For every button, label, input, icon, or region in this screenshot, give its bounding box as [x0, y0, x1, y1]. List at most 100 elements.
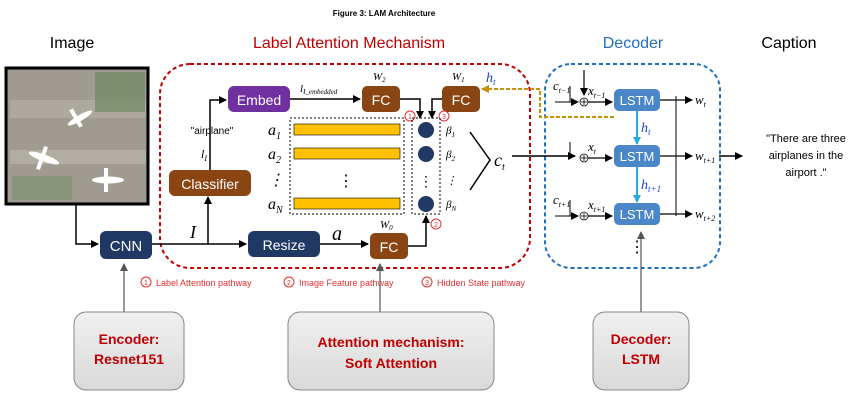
svg-text:3: 3 [442, 114, 446, 121]
cell-state-label: ct−1 [553, 78, 570, 95]
caption-line: "There are three [766, 133, 846, 145]
classifier-block: Classifier [169, 170, 251, 196]
svg-text:2: 2 [434, 222, 438, 229]
legend-marker [421, 276, 433, 288]
input-token-label: xt−1 [587, 83, 605, 100]
legend-item: 1 Label Attention pathway [140, 276, 252, 288]
fc-w0-label: FC [380, 239, 399, 255]
decoder-callout-title: Decoder: [611, 331, 672, 347]
input-token-label: xt [587, 139, 597, 156]
attention-weight-label: βN [445, 199, 456, 213]
attention-weights: ⋮ [418, 122, 434, 212]
lam-region-border [159, 63, 531, 269]
attention-weight-dot [418, 196, 434, 212]
attention-callout: Attention mechanism: Soft Attention [287, 311, 495, 391]
attention-callout-value: Soft Attention [345, 355, 437, 371]
attention-weight-label: β1 [445, 125, 455, 139]
fc-w2-block: FC [362, 86, 400, 112]
svg-text:1: 1 [408, 114, 412, 121]
fc-w2-label: FC [372, 92, 391, 108]
label-h-t-top: ht [486, 71, 496, 87]
encoder-callout: Encoder: Resnet151 [73, 311, 185, 391]
airplane-shape [92, 168, 124, 192]
attention-weight-label: β2 [445, 149, 455, 163]
feature-bar [293, 147, 401, 160]
attention-weight-dot [418, 146, 434, 162]
airplane-shape [67, 108, 93, 128]
hidden-state-label: ht+1 [641, 178, 661, 194]
feature-symbol-I: I [189, 222, 197, 242]
caption-output: "There are three airplanes in the airpor… [766, 133, 846, 179]
legend-number: 2 [287, 280, 291, 287]
lstm-label: LSTM [620, 207, 655, 222]
resize-label: Resize [263, 237, 306, 253]
attention-callout-title: Attention mechanism: [317, 334, 464, 350]
feature-bar [293, 197, 401, 210]
cnn-block: CNN [100, 231, 152, 259]
fc-w1-block: FC [442, 86, 480, 112]
decoder-callout-value: LSTM [622, 351, 660, 367]
legend-number: 1 [144, 280, 148, 287]
cnn-label: CNN [110, 238, 143, 255]
feature-bars: ⋮ [293, 123, 401, 210]
pathway-legend: 1 Label Attention pathway 2 Image Feature p… [140, 276, 526, 288]
attention-weight-label: ⋮ [446, 175, 457, 187]
legend-label: Image Feature pathway [299, 278, 394, 288]
lstm-block [614, 203, 660, 225]
feature-row-labels: a1 a2 ⋮ aN [268, 122, 284, 216]
output-word-label: wt [695, 92, 707, 109]
attention-weights-frame [411, 117, 441, 215]
fc-w0-to-attention-arrow [408, 215, 430, 247]
header-lam: Label Attention Mechanism [253, 35, 445, 52]
fc-w2-to-attention-arrow [400, 98, 424, 119]
pathway-marker-3: 3 [438, 110, 450, 122]
legend-label: Hidden State pathway [437, 278, 526, 288]
feature-bar-ellipsis: ⋮ [338, 173, 354, 190]
label-w0: W0 [380, 219, 393, 232]
context-label: ct [494, 150, 505, 173]
pathway-marker-2: 2 [430, 218, 442, 230]
feature-row-label: a2 [268, 146, 281, 166]
legend-item: 3 Hidden State pathway [421, 276, 526, 288]
classifier-to-embed-arrow [209, 96, 227, 170]
embed-label: Embed [237, 92, 281, 108]
decoder-callout: Decoder: LSTM [592, 311, 690, 391]
feature-row-label: ⋮ [268, 172, 284, 189]
embed-block: Embed [228, 86, 290, 112]
feature-symbol-a: a [332, 223, 342, 245]
output-word-label: wt+1 [695, 148, 715, 165]
attention-weight-ellipsis: ⋮ [419, 173, 433, 189]
fc-w1-to-attention-arrow [428, 98, 442, 119]
legend-marker [140, 276, 152, 288]
caption-line: airplanes in the [769, 150, 844, 162]
attention-weight-dot [418, 122, 434, 138]
fc-w0-block: FC [370, 233, 408, 259]
lstm-label: LSTM [620, 93, 655, 108]
header-image: Image [50, 35, 95, 52]
caption-line: airport ." [785, 167, 826, 179]
attention-weight-labels: β1 β2 ⋮ βN [445, 125, 457, 213]
legend-number: 3 [425, 280, 429, 287]
legend-label: Label Attention pathway [156, 278, 252, 288]
decoder-region-border [544, 63, 721, 269]
label-w1: W1 [452, 71, 465, 84]
feature-row-label: aN [268, 196, 284, 216]
hidden-state-label: ht [641, 121, 651, 137]
feature-row-label: a1 [268, 122, 281, 142]
fc-w1-label: FC [452, 92, 471, 108]
encoder-callout-value: Resnet151 [94, 351, 164, 367]
figure-title: Figure 3: LAM Architecture [333, 9, 436, 18]
label-l-embedded: lI_embedded [300, 83, 338, 96]
resize-block: Resize [248, 231, 320, 257]
output-word-label: wt+2 [695, 206, 715, 223]
feature-bars-frame [289, 117, 405, 215]
image-to-cnn-arrow [75, 204, 99, 248]
input-aerial-image [4, 66, 150, 206]
feature-bar [293, 123, 401, 136]
lstm-block [614, 145, 660, 167]
label-l-i: lI [201, 147, 207, 163]
